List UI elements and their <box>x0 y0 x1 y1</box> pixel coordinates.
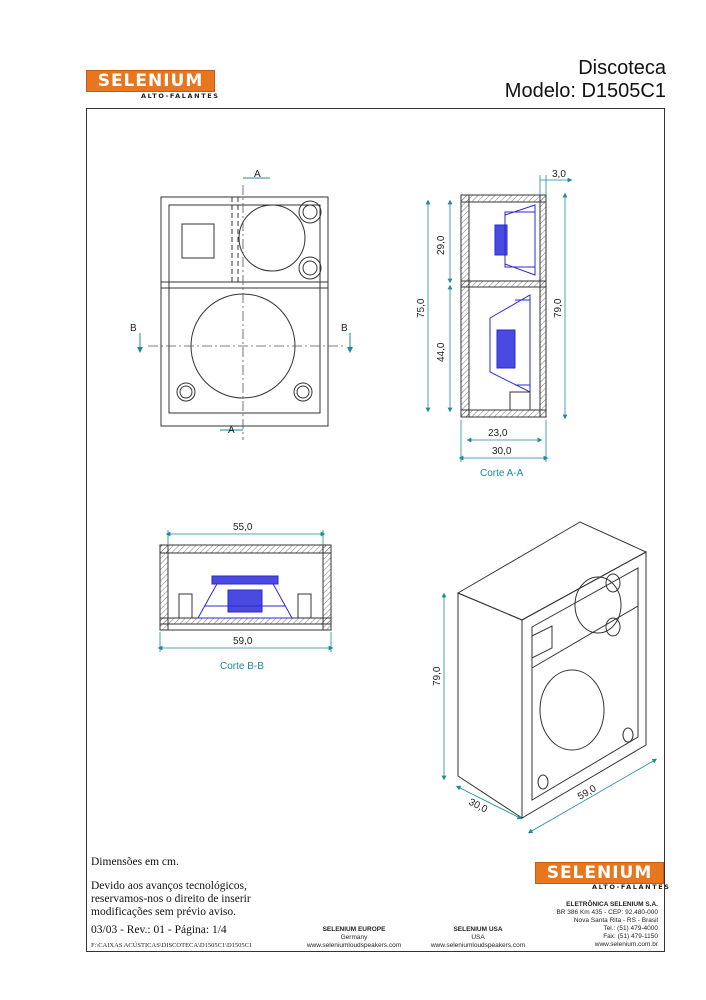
units-note: Dimensões em cm. <box>91 856 179 868</box>
dim-upper: 29,0 <box>436 235 447 255</box>
caption-corte-aa: Corte A-A <box>480 468 524 479</box>
dim-depth: 30,0 <box>492 446 512 457</box>
section-aa-dimensions <box>425 175 573 462</box>
company-address1: BR 386 Km 435 - CEP: 92.480-000 <box>556 909 658 916</box>
company-tel: Tel.: (51) 479-4000 <box>603 925 658 932</box>
dim-total-inner: 75,0 <box>416 298 427 318</box>
dim-width: 59,0 <box>233 636 253 647</box>
label-b-left: B <box>130 323 137 334</box>
europe-title: SELENIUM EUROPE <box>322 926 386 933</box>
company-name: ELETRÔNICA SELENIUM S.A. <box>566 901 658 908</box>
selenium-logo-top: SELENIUM <box>86 70 215 92</box>
page-title-line1: Discoteca <box>578 57 666 79</box>
section-aa-view <box>460 194 547 418</box>
page-title-line2: Modelo: D1505C1 <box>504 80 666 102</box>
label-a-bottom: A <box>228 425 235 436</box>
footer-europe: SELENIUM EUROPE Germany www.seleniumloud… <box>298 926 410 950</box>
disclaimer-line1: Devido aos avanços tecnológicos, <box>91 880 247 892</box>
dim-lower: 44,0 <box>436 342 447 362</box>
logo-subtitle-top: ALTO-FALANTES <box>141 92 220 100</box>
usa-site[interactable]: www.seleniumloudspeakers.com <box>430 942 526 949</box>
section-bb-view <box>159 544 332 631</box>
label-a-top: A <box>254 169 261 180</box>
usa-title: SELENIUM USA <box>453 926 503 933</box>
label-b-right: B <box>341 323 348 334</box>
iso-dim-height: 79,0 <box>432 666 443 686</box>
caption-corte-bb: Corte B-B <box>220 661 264 672</box>
company-address2: Nova Santa Rita - RS - Brasil <box>573 917 658 924</box>
isometric-view <box>456 521 648 819</box>
iso-dim-width: 59,0 <box>576 783 599 802</box>
europe-site[interactable]: www.seleniumloudspeakers.com <box>306 942 402 949</box>
drawing-frame <box>86 108 665 952</box>
front-view <box>137 177 353 440</box>
file-path: F:\CAIXAS ACÚSTICAS\DISCOTECA\D1505C1\D1… <box>91 942 253 949</box>
dim-inner-width: 55,0 <box>233 522 253 533</box>
dim-inner-depth: 23,0 <box>488 428 508 439</box>
logo-subtitle-bottom: ALTO-FALANTES <box>592 883 671 891</box>
usa-country: USA <box>471 934 485 941</box>
selenium-logo-bottom: SELENIUM <box>535 862 664 884</box>
revision-info: 03/03 - Rev.: 01 - Página: 1/4 <box>91 924 227 936</box>
footer-usa: SELENIUM USA USA www.seleniumloudspeaker… <box>418 926 538 950</box>
section-bb-dimensions <box>157 530 334 652</box>
isometric-dimensions <box>441 592 658 834</box>
dim-total-height: 79,0 <box>553 298 564 318</box>
disclaimer-line3: modificações sem prévio aviso. <box>91 906 236 918</box>
dim-top-wall: 3,0 <box>552 169 566 180</box>
iso-dim-depth: 30,0 <box>467 797 490 816</box>
europe-country: Germany <box>340 934 368 941</box>
company-fax: Fax: (51) 479-1150 <box>603 933 658 940</box>
disclaimer-line2: reservamos-nos o direito de inserir <box>91 893 251 905</box>
company-site[interactable]: www.selenium.com.br <box>594 941 658 948</box>
footer-company: ELETRÔNICA SELENIUM S.A. BR 386 Km 435 -… <box>540 901 658 949</box>
